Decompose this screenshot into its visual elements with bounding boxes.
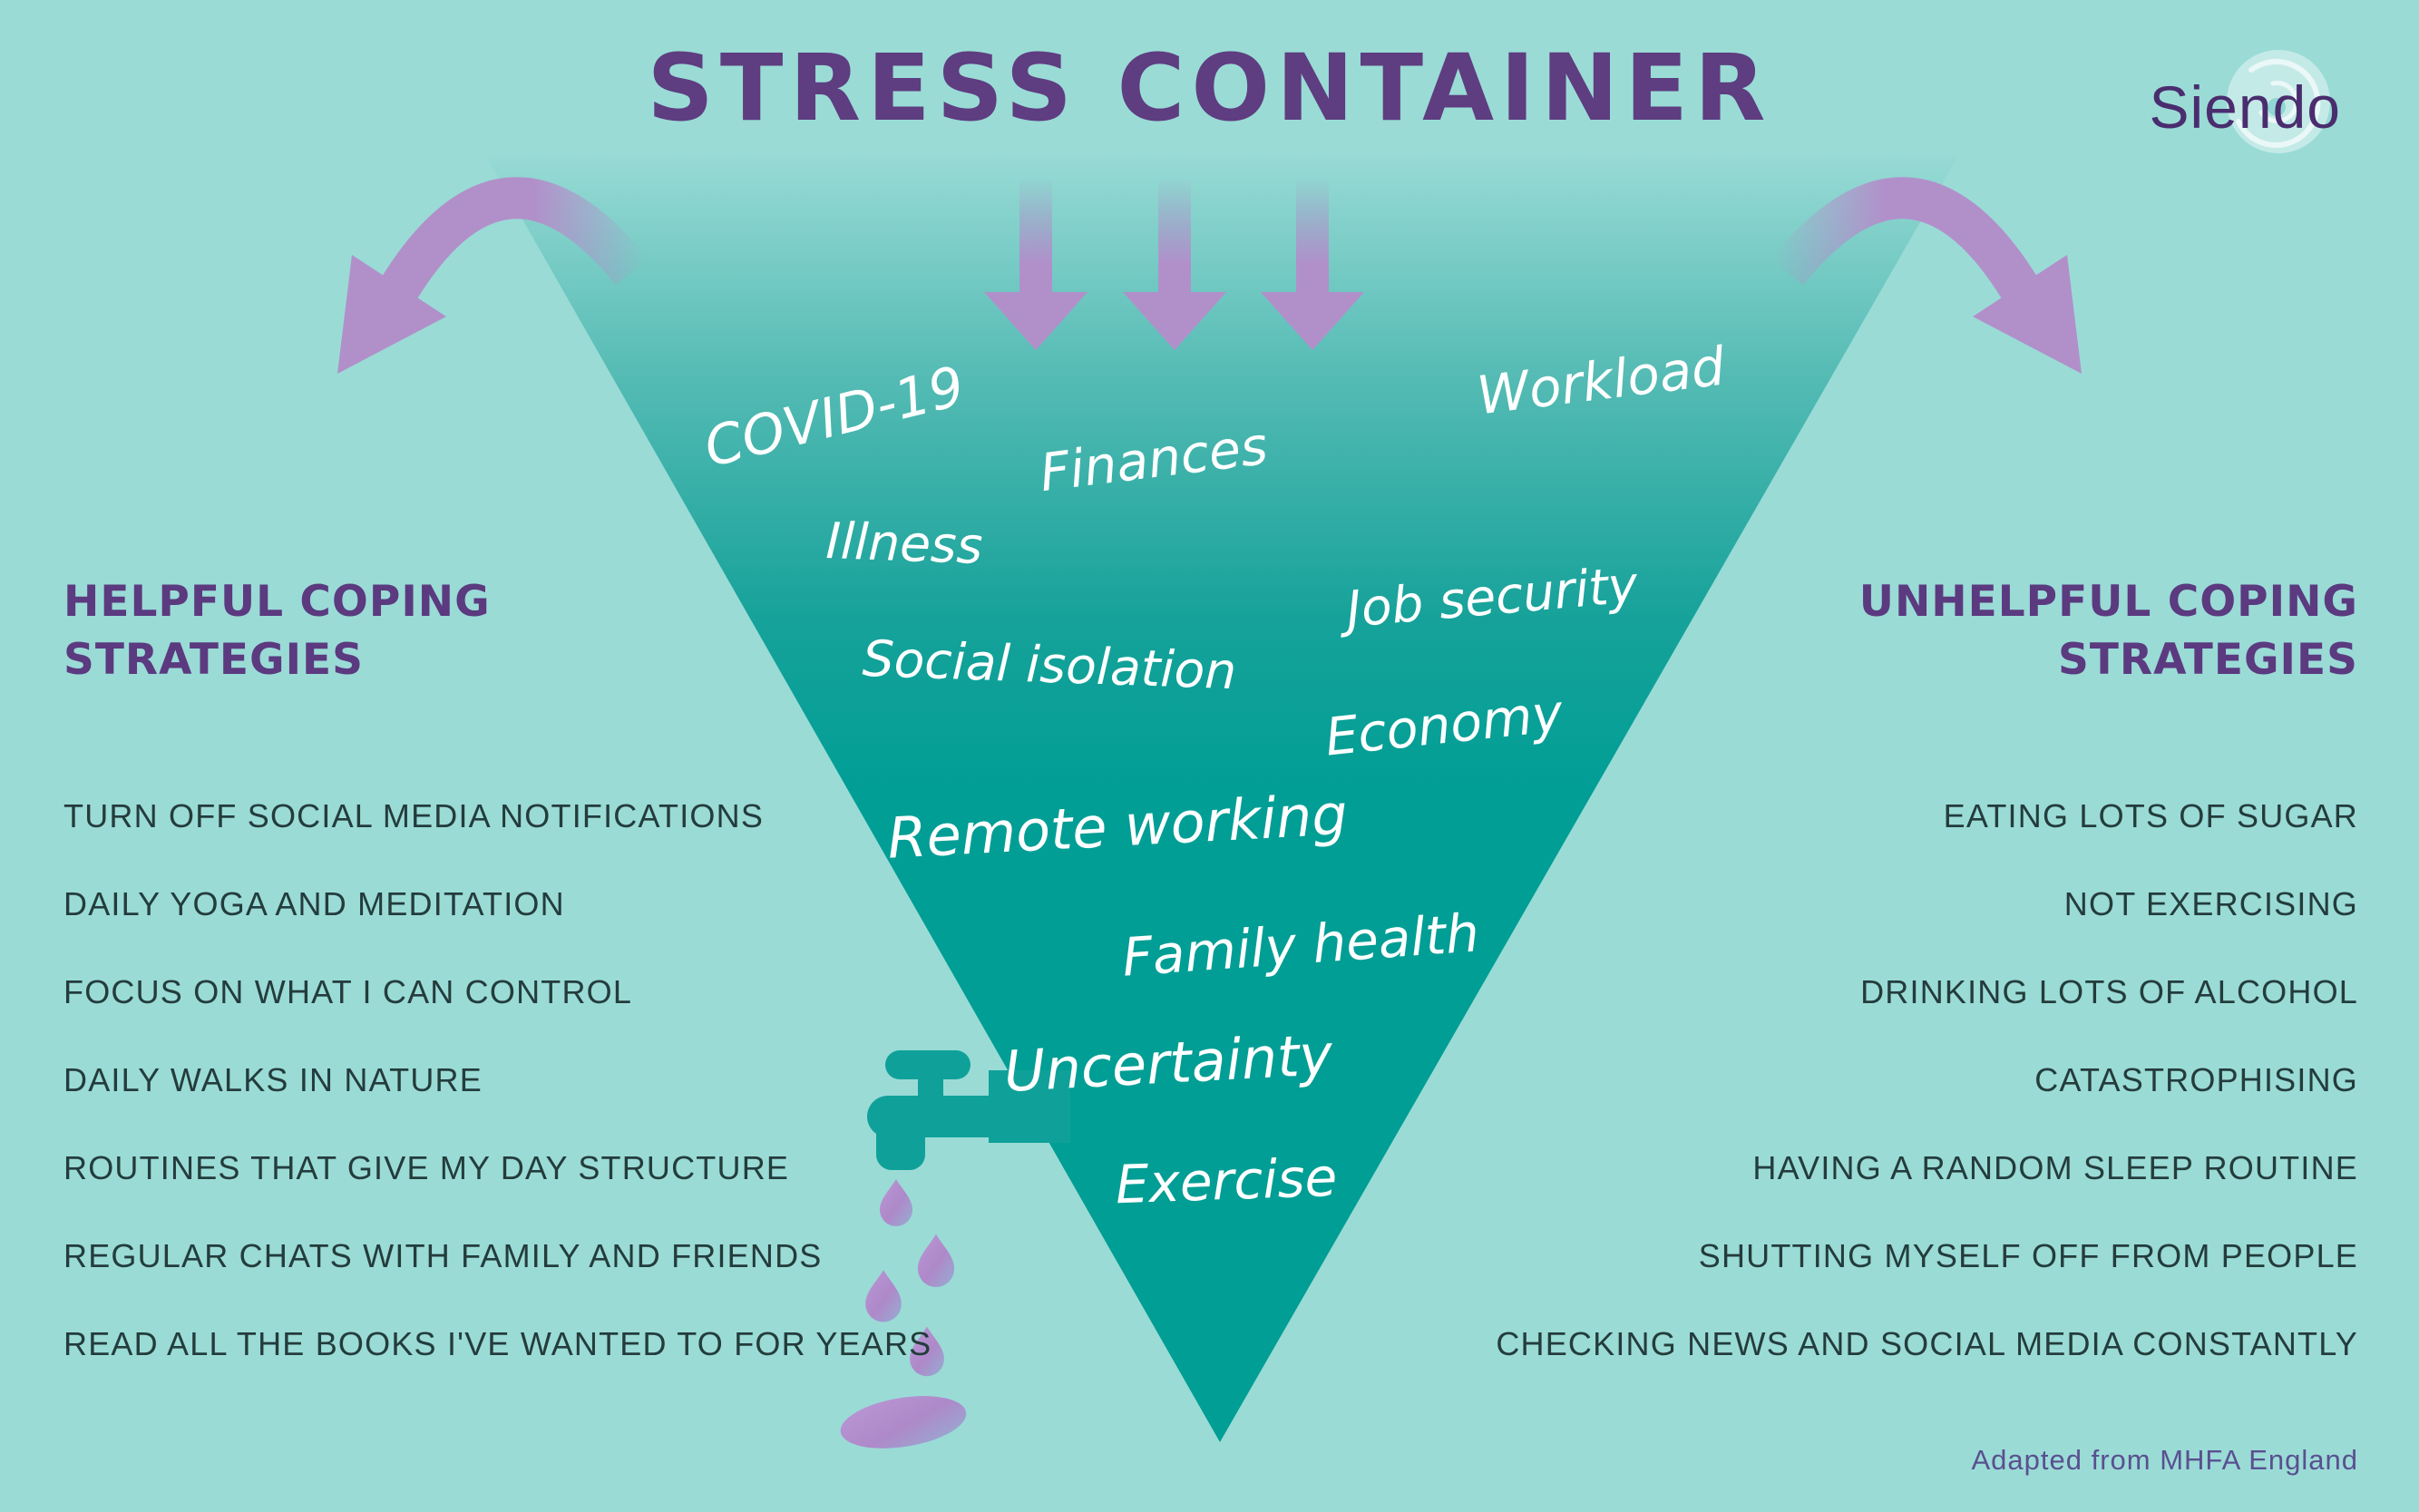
page-title: STRESS CONTAINER [647,34,1772,142]
down-arrow-icon [1261,180,1364,350]
splash-icon [840,1396,967,1449]
unhelpful-item: DRINKING LOTS OF ALCOHOL [1860,973,2358,1010]
water-drops [840,1179,967,1449]
unhelpful-heading-line2: STRATEGIES [2057,635,2358,685]
helpful-heading-line1: HELPFUL COPING [63,577,491,627]
stressor-label: Illness [824,512,984,575]
helpful-item: ROUTINES THAT GIVE MY DAY STRUCTURE [63,1149,790,1186]
unhelpful-item: EATING LOTS OF SUGAR [1943,797,2358,834]
helpful-heading: HELPFUL COPING STRATEGIES [63,573,698,689]
helpful-item: TURN OFF SOCIAL MEDIA NOTIFICATIONS [63,797,765,834]
logo-text: Siendo [2149,73,2341,141]
swirl-icon [2227,50,2330,153]
helpful-item: DAILY WALKS IN NATURE [63,1061,483,1098]
stressor-label: Exercise [1114,1146,1339,1216]
down-arrow-icon [1123,180,1226,350]
unhelpful-item: CHECKING NEWS AND SOCIAL MEDIA CONSTANTL… [1496,1325,2358,1362]
unhelpful-heading: UNHELPFUL COPING STRATEGIES [1723,573,2358,689]
attribution-text: Adapted from MHFA England [1971,1444,2358,1476]
unhelpful-item: NOT EXERCISING [2063,885,2358,922]
unhelpful-item: SHUTTING MYSELF OFF FROM PEOPLE [1698,1237,2358,1274]
unhelpful-list: EATING LOTS OF SUGAR NOT EXERCISING DRIN… [1451,772,2358,1388]
helpful-item: FOCUS ON WHAT I CAN CONTROL [63,973,633,1010]
down-arrow-icon [984,180,1088,350]
tap-icon [867,1050,1070,1170]
helpful-item: READ ALL THE BOOKS I'VE WANTED TO FOR YE… [63,1325,932,1362]
helpful-heading-line2: STRATEGIES [63,635,365,685]
curved-arrow-left-icon [337,177,649,374]
inflow-arrows [984,180,1364,350]
helpful-item: REGULAR CHATS WITH FAMILY AND FRIENDS [63,1237,823,1274]
unhelpful-item: HAVING A RANDOM SLEEP ROUTINE [1752,1149,2358,1186]
stress-container-funnel [485,154,1959,1442]
siendo-logo: Siendo [2056,65,2346,165]
curved-arrow-right-icon [1770,177,2082,374]
unhelpful-item: CATASTROPHISING [2034,1061,2358,1098]
helpful-item: DAILY YOGA AND MEDITATION [63,885,565,922]
unhelpful-heading-line1: UNHELPFUL COPING [1858,577,2358,627]
helpful-list: TURN OFF SOCIAL MEDIA NOTIFICATIONS DAIL… [63,772,971,1388]
